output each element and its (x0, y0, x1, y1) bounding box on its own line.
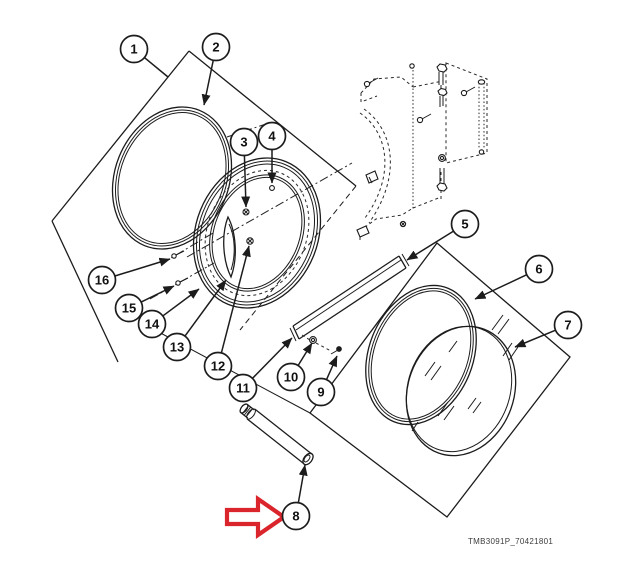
hinge-screw (246, 237, 254, 245)
callout-leader (114, 257, 171, 277)
glass-reflections (411, 314, 519, 432)
screw (460, 86, 476, 97)
callout-leader (201, 60, 214, 106)
callout-14: 14 (137, 288, 200, 339)
callout-circle (450, 209, 480, 239)
callout-leader (325, 355, 338, 380)
screw (363, 77, 379, 88)
callout-16: 16 (87, 257, 171, 295)
callout-number: 13 (170, 340, 184, 355)
callout-circle (203, 351, 233, 381)
callout-12: 12 (203, 245, 251, 381)
window-ring (111, 106, 233, 250)
hinge-screw (242, 208, 250, 216)
callout-number: 6 (535, 262, 542, 277)
door-glass (405, 314, 519, 457)
hinge-pin-phantom (477, 79, 486, 155)
door-assembly (171, 157, 322, 309)
trim-strip (289, 253, 410, 342)
door-ring-gasket (365, 284, 477, 426)
callout-7: 7 (514, 310, 583, 348)
callout-number: 5 (461, 217, 468, 232)
callout-2: 2 (201, 32, 231, 106)
callout-number: 4 (268, 129, 276, 144)
strip-fasteners (301, 334, 342, 355)
callout-11: 11 (228, 337, 293, 403)
callout-number: 16 (95, 273, 109, 288)
hex-bolt (437, 87, 448, 107)
screw (416, 113, 432, 124)
callout-number: 14 (145, 317, 160, 332)
hinge-clip (356, 225, 370, 238)
callout-3: 3 (229, 127, 259, 208)
screw (330, 346, 342, 355)
callout-15: 15 (114, 285, 175, 323)
screw (399, 220, 407, 228)
callout-circle (257, 121, 287, 151)
callout-circle (114, 293, 144, 323)
mount-screw (175, 277, 189, 286)
callout-leader (251, 337, 293, 379)
hinge-pin (239, 403, 314, 466)
callout-9: 9 (306, 355, 338, 407)
push-nut (438, 154, 446, 162)
callout-circle (228, 373, 258, 403)
callout-number: 15 (122, 301, 136, 316)
callout-leader (297, 464, 308, 503)
callout-1: 1 (119, 34, 169, 78)
callout-number: 1 (130, 42, 137, 57)
callout-leader (140, 285, 175, 303)
callout-number: 10 (284, 370, 298, 385)
callout-number: 3 (240, 135, 247, 150)
callout-number: 12 (211, 359, 225, 374)
callout-number: 8 (292, 509, 299, 524)
callout-leader (143, 57, 169, 78)
door-handle (223, 215, 236, 279)
hex-bolt (436, 168, 448, 192)
callout-6: 6 (474, 254, 554, 300)
callout-number: 2 (212, 40, 219, 55)
callout-circle (553, 310, 583, 340)
callout-leader (514, 329, 556, 348)
callout-leader (162, 288, 200, 317)
hinge-clip (365, 170, 379, 184)
push-nut (309, 336, 317, 344)
callout-10: 10 (276, 342, 313, 392)
callout-circle (281, 501, 311, 531)
callout-8: 8 (281, 464, 311, 531)
callout-circle (87, 265, 117, 295)
callout-4: 4 (257, 121, 287, 184)
callout-circle (229, 127, 259, 157)
callout-circle (162, 332, 192, 362)
callout-leader (220, 245, 251, 354)
callout-leader (406, 230, 454, 261)
screw (409, 63, 415, 69)
callout-leader (184, 279, 227, 337)
callout-13: 13 (162, 279, 227, 362)
callout-number: 9 (317, 385, 324, 400)
callout-circle (119, 34, 149, 64)
mount-screw (171, 250, 185, 259)
callout-number: 7 (564, 318, 571, 333)
callout-leader (474, 274, 528, 300)
callout-circle (276, 362, 306, 392)
figure-code: TMB3091P_70421801 (468, 537, 553, 546)
pivot-screw (269, 185, 275, 191)
callout-circle (201, 32, 231, 62)
callout-circle (524, 254, 554, 284)
callout-leader (241, 155, 251, 208)
callout-leader (297, 342, 313, 366)
hinge-bracket-phantom (356, 62, 488, 241)
red-highlight-arrow (224, 494, 288, 540)
callout-5: 5 (406, 209, 480, 261)
callout-number: 11 (236, 381, 250, 396)
hex-bolt (436, 63, 448, 89)
callout-circle (306, 377, 336, 407)
callout-circle (137, 309, 167, 339)
front-panel (51, 50, 357, 363)
